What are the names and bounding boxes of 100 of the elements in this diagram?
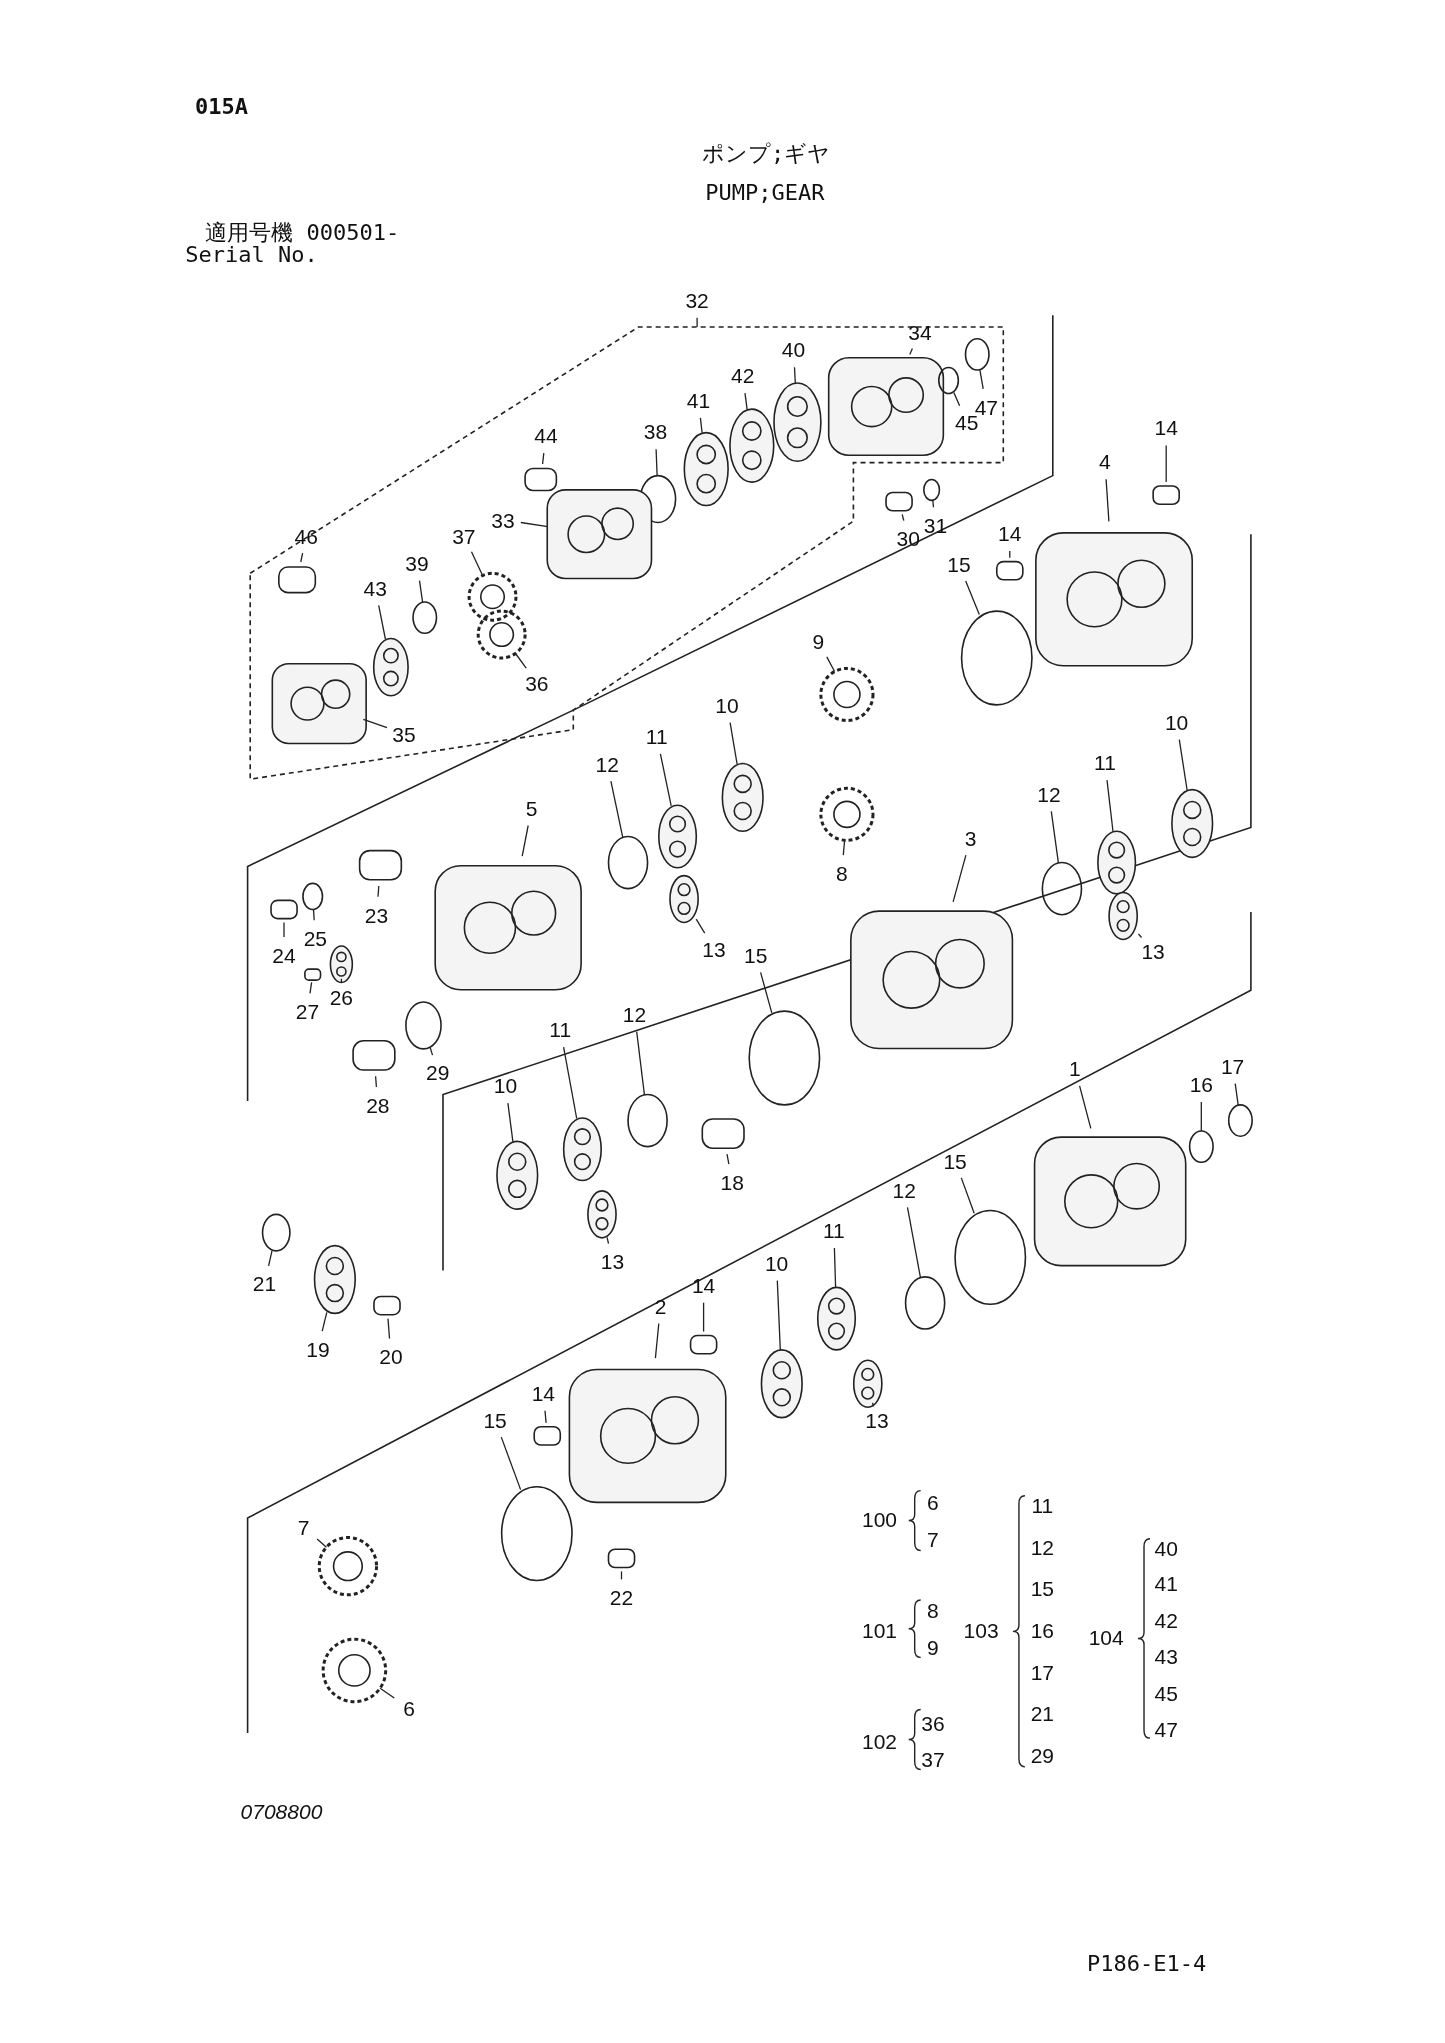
- callout-number: 29: [426, 1061, 450, 1083]
- pin-drawing: [607, 1548, 636, 1569]
- plate-drawing: [669, 874, 699, 924]
- ring-drawing: [500, 1485, 573, 1582]
- gear-drawing: [476, 609, 527, 660]
- leader-line: [793, 366, 796, 384]
- ring-drawing: [627, 1093, 668, 1148]
- plate-drawing: [372, 637, 409, 697]
- callout-number: 5: [525, 797, 538, 819]
- callout-number: 13: [1141, 940, 1165, 962]
- pin-drawing: [278, 566, 317, 594]
- sheet-code: 015A: [195, 95, 248, 118]
- pin-drawing: [304, 968, 322, 981]
- leader-line: [729, 722, 738, 765]
- leader-line: [842, 839, 846, 856]
- callout-number: 14: [531, 1382, 555, 1404]
- leader-line: [374, 1075, 378, 1088]
- ring-drawing: [412, 601, 438, 635]
- ring-drawing: [923, 478, 941, 502]
- leader-line: [695, 918, 706, 934]
- housing-drawing: [568, 1368, 727, 1504]
- leader-line: [520, 521, 549, 528]
- title-text: PUMP;GEAR: [705, 181, 825, 204]
- callout-number: 14: [998, 522, 1022, 544]
- callout-number: 42: [731, 364, 755, 386]
- plate-drawing: [1108, 891, 1139, 941]
- leader-line: [952, 854, 967, 903]
- leader-line: [429, 1047, 434, 1056]
- gear-drawing: [467, 571, 518, 622]
- leader-line: [1106, 779, 1114, 833]
- ring-drawing: [405, 1001, 442, 1050]
- leader-line: [312, 908, 315, 921]
- pin-drawing: [689, 1334, 718, 1355]
- housing-drawing: [434, 864, 582, 991]
- callout-number: 40: [781, 338, 806, 360]
- callout-number: 47: [974, 396, 998, 417]
- leader-line: [960, 1177, 975, 1214]
- plate-drawing: [721, 762, 764, 833]
- leader-line: [541, 452, 545, 465]
- leader-line: [696, 317, 698, 328]
- page-number: P186-E1-4: [1087, 1952, 1207, 1975]
- callout-number: 35: [392, 723, 416, 745]
- housing-drawing: [827, 357, 945, 457]
- pin-drawing: [373, 1295, 401, 1316]
- plate-drawing: [313, 1244, 356, 1315]
- part-number: 43: [1154, 1645, 1178, 1667]
- leader-line: [1137, 933, 1143, 939]
- callout-number: 12: [595, 753, 619, 775]
- ring-drawing: [904, 1276, 946, 1330]
- pin-drawing: [885, 491, 913, 512]
- callout-number: 12: [1037, 783, 1061, 804]
- callout-number: 32: [685, 289, 709, 311]
- part-number: 8: [927, 1599, 939, 1621]
- callout-number: 39: [405, 552, 429, 574]
- callout-number: 6: [403, 1697, 415, 1719]
- leader-line: [655, 448, 658, 477]
- gear-drawing: [317, 1536, 379, 1597]
- callout-number: 18: [720, 1171, 744, 1193]
- leader-line: [300, 552, 304, 563]
- ring-drawing: [607, 835, 649, 890]
- leader-line: [826, 656, 836, 673]
- leader-line: [500, 1436, 522, 1491]
- callout-number: 2: [654, 1295, 667, 1317]
- serial-text: Serial No.: [185, 244, 318, 267]
- leader-line: [267, 1249, 273, 1267]
- leader-line: [906, 1206, 922, 1278]
- callout-number: 46: [294, 525, 318, 546]
- plate-drawing: [760, 1349, 803, 1419]
- callout-number: 13: [600, 1250, 625, 1272]
- plate-drawing: [683, 431, 729, 507]
- callout-number: 34: [908, 321, 932, 343]
- gear-drawing: [819, 666, 875, 723]
- callout-number: 27: [295, 1000, 320, 1022]
- leader-line: [544, 1410, 547, 1424]
- callout-number: 12: [622, 1003, 647, 1025]
- plate-drawing: [729, 408, 775, 483]
- part-number: 16: [1030, 1619, 1055, 1641]
- ring-drawing: [964, 337, 990, 371]
- housing-drawing: [1033, 1136, 1187, 1267]
- pin-drawing: [358, 849, 403, 881]
- leader-line: [833, 1247, 837, 1289]
- pin-drawing: [1152, 485, 1180, 506]
- callout-number: 20: [379, 1345, 403, 1367]
- pin-drawing: [701, 1118, 745, 1149]
- callout-number: 11: [1094, 751, 1116, 773]
- leader-line: [514, 652, 527, 669]
- ring-drawing: [1041, 861, 1083, 916]
- ring-drawing: [748, 1010, 821, 1106]
- leader-line: [871, 1402, 875, 1408]
- plate-drawing: [773, 382, 822, 463]
- callout-number: 26: [329, 986, 354, 1008]
- gear-drawing: [819, 786, 875, 842]
- callout-number: 22: [609, 1586, 634, 1608]
- leader-line: [1165, 444, 1167, 483]
- plate-drawing: [816, 1286, 857, 1351]
- assembly-number: 102: [862, 1730, 897, 1752]
- part-number: 12: [1030, 1536, 1055, 1558]
- ring-drawing: [1227, 1104, 1253, 1137]
- callout-number: 25: [303, 927, 327, 949]
- leader-line: [659, 753, 672, 807]
